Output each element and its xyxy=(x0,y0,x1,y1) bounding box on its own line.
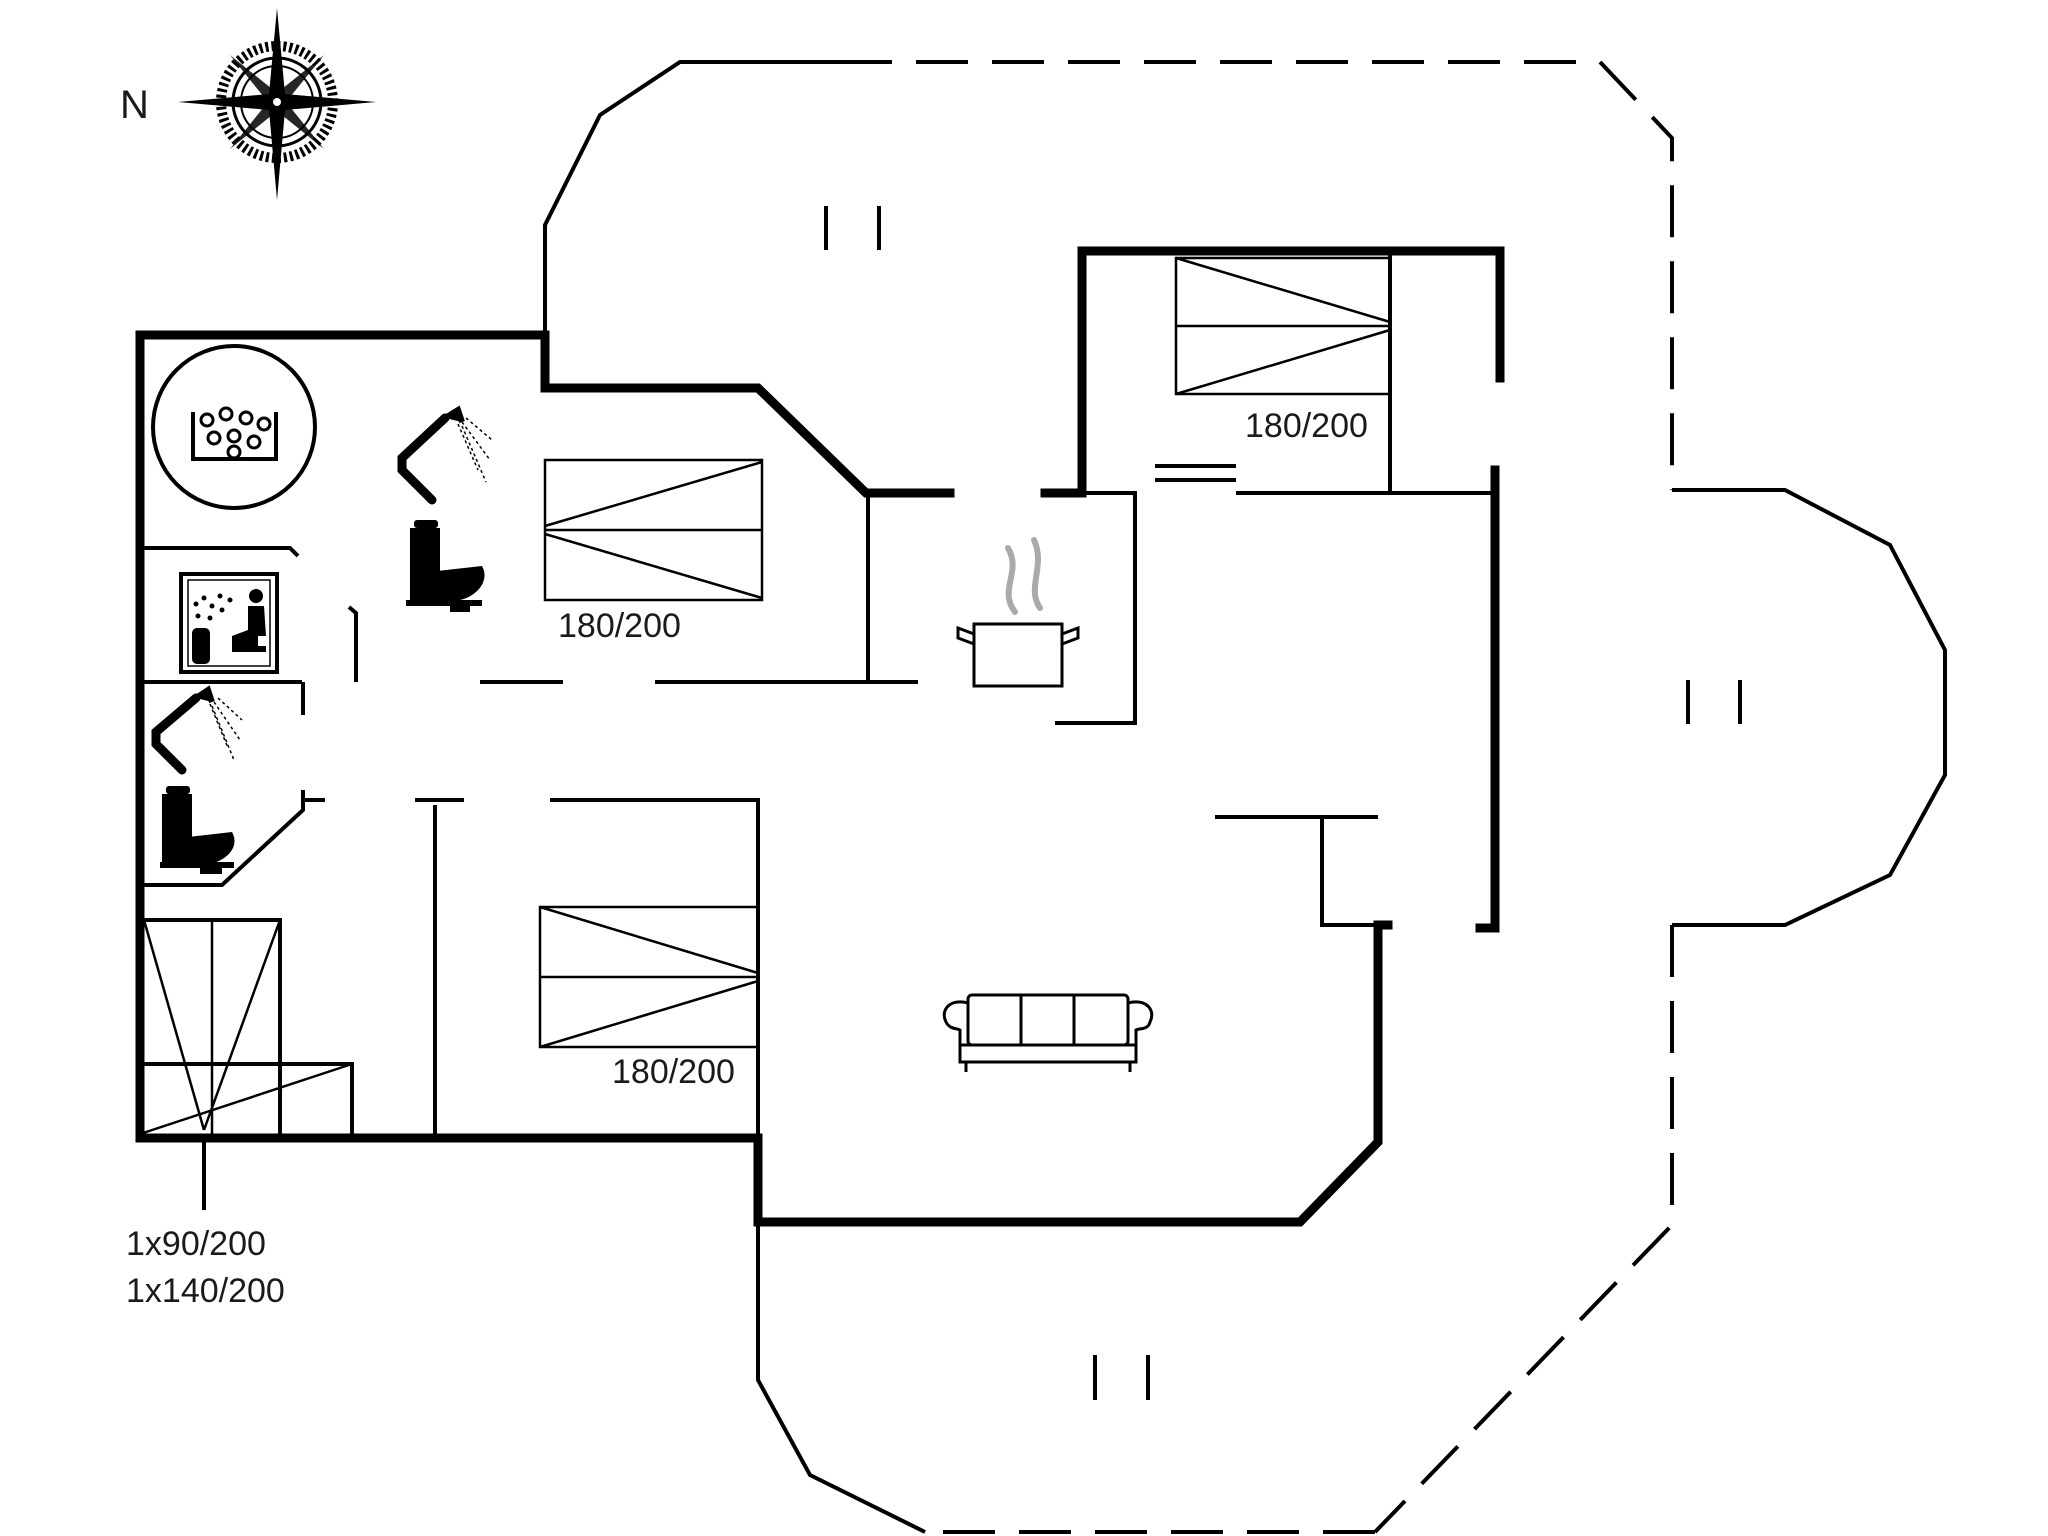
interior-walls xyxy=(140,251,1495,1138)
whirlpool-icon xyxy=(151,344,317,510)
exterior-walls xyxy=(135,246,1505,1227)
toilet-icon xyxy=(406,520,485,612)
sofa-icon xyxy=(942,993,1154,1072)
cooking-pot-icon xyxy=(956,537,1080,688)
bunk-size-label-1: 1x90/200 xyxy=(126,1225,266,1263)
bed-icon xyxy=(139,256,1392,1210)
north-label: N xyxy=(120,83,149,127)
bed-size-label-south: 180/200 xyxy=(612,1053,735,1091)
bed-size-label-center: 180/200 xyxy=(558,607,681,645)
sauna-icon xyxy=(179,572,279,674)
terrace-outline xyxy=(543,60,1947,1534)
bed-size-label-north: 180/200 xyxy=(1245,407,1368,445)
toilet-icon xyxy=(160,786,235,874)
shower-icon xyxy=(151,685,243,775)
compass-icon: N xyxy=(120,8,376,200)
bunk-size-label-2: 1x140/200 xyxy=(126,1272,285,1310)
shower-icon xyxy=(397,405,493,505)
